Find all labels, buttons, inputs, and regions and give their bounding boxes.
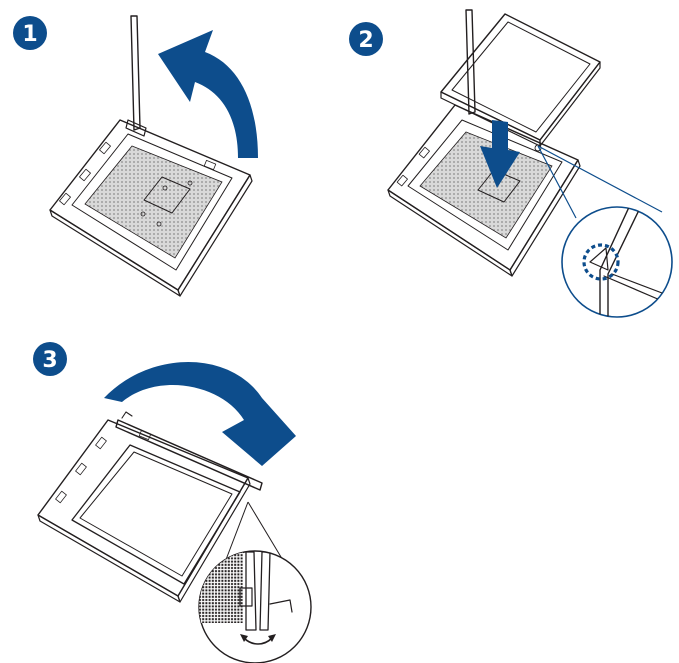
- step-1-number: 1: [22, 22, 37, 47]
- step-2: 2: [349, 9, 673, 318]
- lever-latch-callout-icon: [198, 501, 312, 663]
- step-3-badge: 3: [33, 342, 67, 376]
- curved-arrow-icon: [158, 30, 258, 158]
- step-2-number: 2: [358, 28, 373, 53]
- step-1: 1: [13, 15, 258, 297]
- socket-with-cpu: [387, 9, 601, 277]
- turn-arrow-icon: [240, 634, 276, 645]
- socket-closed-lever: [37, 411, 263, 603]
- down-arrow-icon: [480, 120, 520, 188]
- step-1-badge: 1: [13, 16, 47, 50]
- step-3-number: 3: [42, 348, 57, 373]
- rotate-arrow-icon: [104, 362, 296, 466]
- socket-open-lever: [49, 15, 253, 297]
- step-2-badge: 2: [349, 22, 383, 56]
- step-3: 3: [33, 342, 312, 663]
- magnifier-callout-icon: [537, 145, 673, 318]
